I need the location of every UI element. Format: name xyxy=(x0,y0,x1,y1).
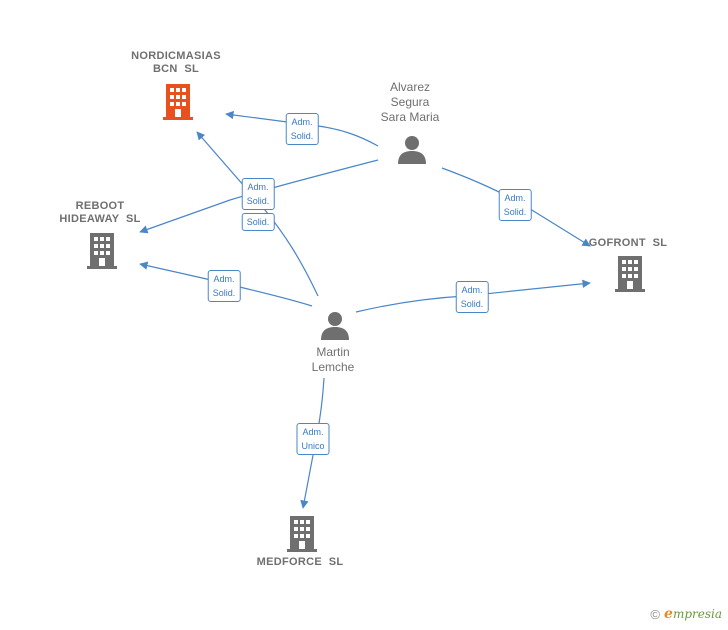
building-icon xyxy=(615,256,645,292)
edge-label-martin-reboot[interactable]: Adm. Solid. xyxy=(207,270,241,302)
edge-label-alvarez-nordicmasias[interactable]: Adm. Solid. xyxy=(285,113,319,145)
company-name-medforce: MEDFORCE SL xyxy=(256,556,344,568)
person-icon xyxy=(398,136,426,164)
company-name-nordicmasias: NORDICMASIAS BCN SL xyxy=(131,50,221,75)
company-name-gofront: GOFRONT SL xyxy=(588,237,668,249)
edge-label-martin-medforce[interactable]: Adm. Unico xyxy=(296,423,330,455)
building-icon xyxy=(163,84,193,120)
edge-label-martin-gofront[interactable]: Adm. Solid. xyxy=(455,281,489,313)
edge-label-alvarez-reboot[interactable]: Adm. Solid. xyxy=(241,178,275,210)
edge-label-martin-nordicmasias[interactable]: Solid. xyxy=(241,213,275,231)
edge-martin-nordicmasias xyxy=(196,131,319,297)
company-name-reboot: REBOOT HIDEAWAY SL xyxy=(59,200,141,225)
building-icon xyxy=(287,516,317,552)
edge-label-alvarez-gofront[interactable]: Adm. Solid. xyxy=(498,189,532,221)
brand-logo: empresia xyxy=(664,606,722,622)
person-icon xyxy=(321,312,349,340)
person-name-alvarez: Alvarez Segura Sara Maria xyxy=(380,80,440,124)
brand-watermark: © empresia xyxy=(650,606,722,622)
edges-layer xyxy=(139,110,591,509)
person-name-martin: Martin Lemche xyxy=(311,345,355,374)
copyright-symbol: © xyxy=(650,606,661,622)
edge-alvarez-reboot xyxy=(139,159,379,234)
edge-alvarez-gofront xyxy=(441,167,591,247)
building-icon xyxy=(87,233,117,269)
